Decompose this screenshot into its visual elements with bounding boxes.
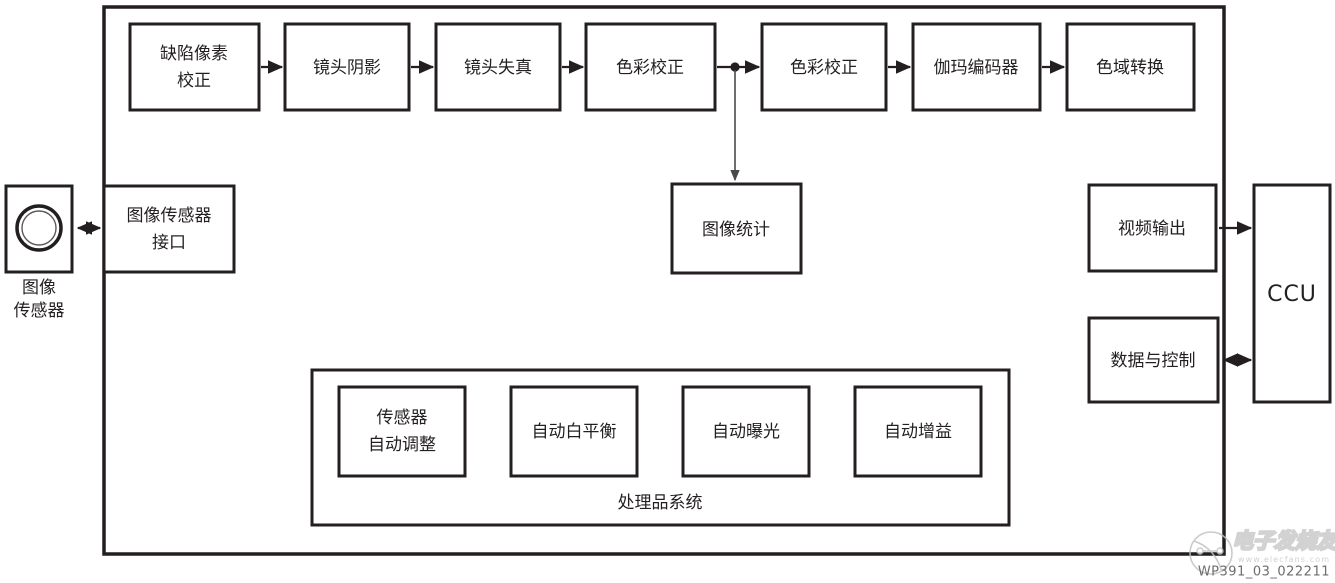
processing-system-caption: 处理品系统 [618, 493, 703, 513]
block-sensor-interface: 图像传感器 接口 [102, 184, 236, 274]
block-auto-exposure: 自动曝光 [681, 385, 811, 478]
system-boundary [102, 5, 1226, 556]
video-output-line1: 视频输出 [1118, 219, 1186, 239]
block-video-output: 视频输出 [1087, 183, 1218, 273]
sensor-interface-box [102, 184, 236, 274]
block-gamut-conversion: 色域转换 [1065, 22, 1196, 112]
block-lens-distortion: 镜头失真 [434, 22, 562, 112]
lens-circle-icon [15, 204, 63, 252]
block-color-correction-2: 色彩校正 [760, 22, 888, 112]
watermark-url-text: www.elecfans.com [1238, 555, 1330, 564]
block-color-correction-1: 色彩校正 [584, 22, 717, 112]
ccu-box [1252, 183, 1332, 404]
sensor-interface-label-line1: 图像传感器 [127, 206, 212, 226]
gamma-encoder-line1: 伽玛编码器 [934, 58, 1019, 78]
watermark-logo-dot-right [1216, 547, 1224, 555]
color-correction-1-line1: 色彩校正 [616, 58, 684, 78]
processing-system-group: 传感器 自动调整 自动白平衡 自动曝光 自动增益 处理品系统 [310, 368, 1011, 527]
sensor-interface-label-line2: 接口 [152, 233, 186, 253]
block-lens-shading: 镜头阴影 [283, 22, 411, 112]
image-sensor-external: 图像 传感器 [4, 184, 74, 321]
block-sensor-auto-adjust: 传感器 自动调整 [337, 385, 467, 478]
pipeline-row: 缺陷像素 校正 镜头阴影 镜头失真 色彩校正 色彩校正 伽玛编码 [128, 22, 1196, 182]
color-correction-2-line1: 色彩校正 [790, 58, 858, 78]
auto-exposure-line1: 自动曝光 [712, 422, 780, 442]
auto-white-balance-line1: 自动白平衡 [532, 422, 617, 442]
block-image-statistics: 图像统计 [670, 182, 803, 275]
block-auto-gain: 自动增益 [853, 385, 983, 478]
figure-id-label: WP391_03_022211 [1198, 565, 1330, 580]
gamut-conversion-line1: 色域转换 [1096, 58, 1164, 78]
watermark-logo-dot-left [1196, 547, 1204, 555]
pipeline-tap-junction-dot [730, 62, 740, 72]
block-defect-pixel-correction: 缺陷像素 校正 [128, 22, 261, 112]
block-auto-white-balance: 自动白平衡 [509, 385, 639, 478]
image-sensor-caption-line2: 传感器 [14, 301, 65, 321]
block-data-and-control: 数据与控制 [1087, 316, 1220, 404]
auto-gain-line1: 自动增益 [884, 422, 952, 442]
image-statistics-line1: 图像统计 [702, 220, 770, 240]
watermark-brand-text: 电子发烧友 [1232, 529, 1335, 553]
processing-system-box [310, 368, 1011, 527]
image-sensor-caption-line1: 图像 [22, 278, 56, 298]
sensor-auto-adjust-line2: 自动调整 [368, 435, 436, 455]
ccu-label: CCU [1267, 282, 1317, 307]
defect-pixel-correction-line1: 缺陷像素 [160, 44, 228, 64]
defect-pixel-correction-line2: 校正 [177, 71, 211, 91]
watermark-logo-circle [1189, 531, 1233, 575]
lens-shading-line1: 镜头阴影 [313, 58, 381, 78]
block-gamma-encoder: 伽玛编码器 [911, 22, 1042, 112]
block-ccu: CCU [1252, 183, 1332, 404]
watermark: 电子发烧友 www.elecfans.com [1189, 528, 1335, 575]
watermark-logo-arc [1193, 540, 1223, 573]
data-and-control-line1: 数据与控制 [1111, 351, 1196, 371]
sensor-auto-adjust-line1: 传感器 [377, 408, 428, 428]
lens-distortion-line1: 镜头失真 [464, 58, 532, 78]
